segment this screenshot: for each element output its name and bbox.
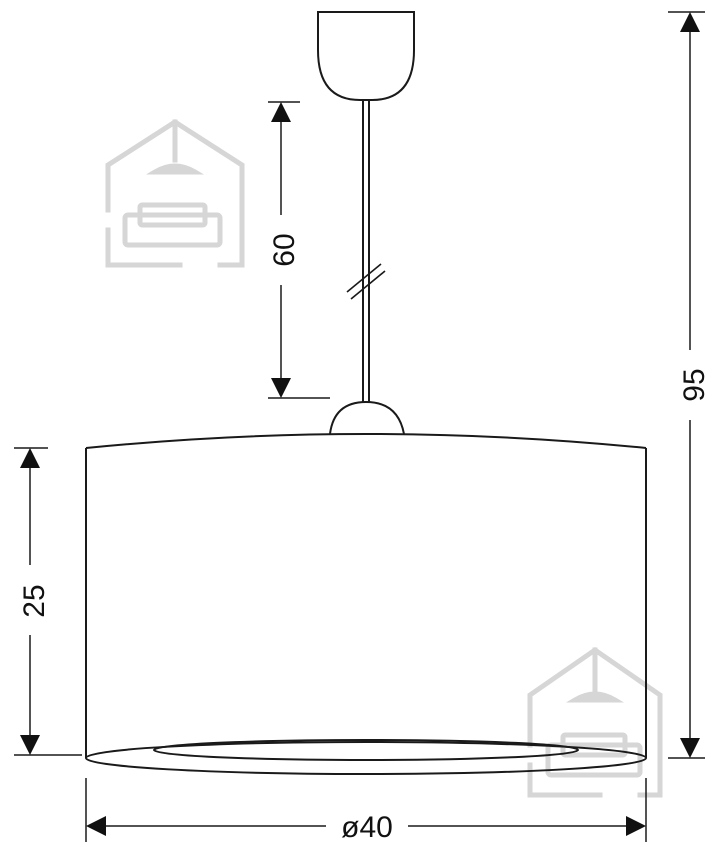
cord-break-marks xyxy=(346,263,386,300)
ceiling-canopy xyxy=(317,11,415,101)
shade-cap xyxy=(329,400,405,435)
watermark-house-icon-bottom xyxy=(527,646,663,798)
watermark-house-icon-top xyxy=(105,119,245,268)
dimension-cord-length-label: 60 xyxy=(268,233,301,266)
dimension-shade-height: 25 xyxy=(14,447,82,756)
dimension-cord-length: 60 xyxy=(268,101,330,399)
dimension-total-height-label: 95 xyxy=(678,368,711,401)
dimension-shade-diameter: ø40 xyxy=(85,778,647,844)
dimension-shade-diameter-label: ø40 xyxy=(341,811,393,844)
suspension-cord xyxy=(362,100,370,402)
dimension-total-height: 95 xyxy=(668,11,711,759)
lamp-shade xyxy=(85,433,647,775)
dimension-shade-height-label: 25 xyxy=(18,584,51,617)
